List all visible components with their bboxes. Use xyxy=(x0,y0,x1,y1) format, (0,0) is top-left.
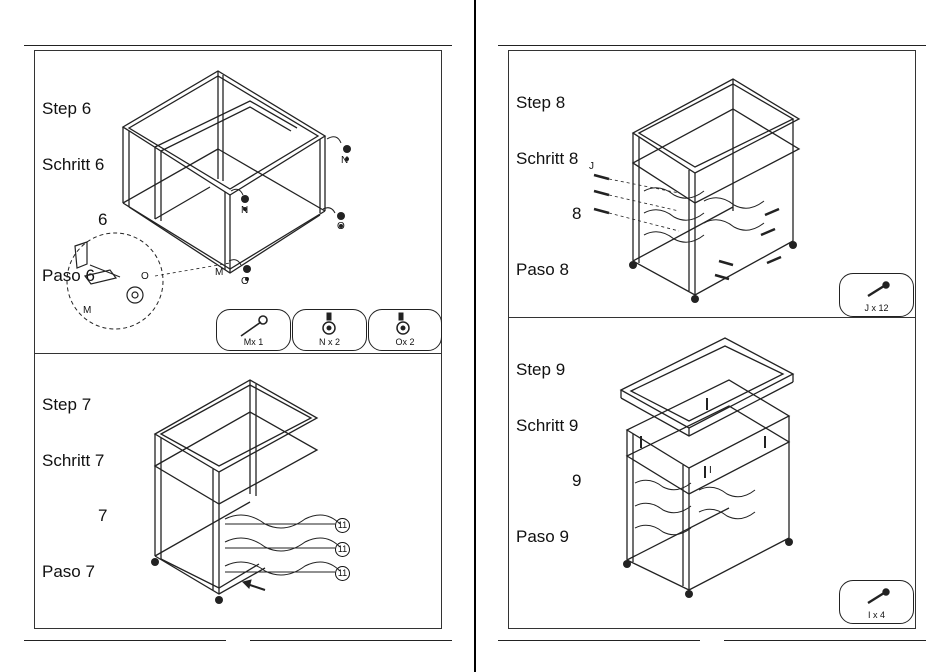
step8-callout-j: J xyxy=(589,161,594,172)
step6-callout-n2: N xyxy=(241,205,248,216)
step7-callout-11a: 11 xyxy=(335,518,350,533)
step6-callout-o2: O xyxy=(241,276,249,287)
step7-callout-11c: 11 xyxy=(335,566,350,581)
step6-part-wrench: Mx 1 xyxy=(216,309,291,351)
step6-part-locking-caster: N x 2 xyxy=(292,309,367,351)
step9-callout-i: I xyxy=(709,465,712,476)
page-divider xyxy=(474,0,476,672)
step7-callout-11b: 11 xyxy=(335,542,350,557)
step9-part-screw-label: I x 4 xyxy=(840,610,913,620)
step6-callout-m1: M xyxy=(215,267,223,278)
step7-panel: Step 7 Schritt 7 7 Paso 7 xyxy=(34,353,442,629)
top-rule-right xyxy=(498,45,926,46)
step6-part-wrench-label: Mx 1 xyxy=(217,337,290,347)
bottom-rule-left-a xyxy=(24,640,226,641)
step6-part-caster-label: Ox 2 xyxy=(369,337,441,347)
step7-cart-illustration xyxy=(35,354,441,628)
step6-detail-callout-o: O xyxy=(141,271,149,282)
step6-frame-illustration xyxy=(35,51,441,353)
top-rule-left xyxy=(24,45,452,46)
step8-panel: Step 8 Schritt 8 8 Paso 8 xyxy=(508,50,916,318)
step6-callout-o1: O xyxy=(337,221,345,232)
step6-callout-n1: N xyxy=(341,155,348,166)
step6-detail-callout-m: M xyxy=(83,305,91,316)
step8-part-screw-label: J x 12 xyxy=(840,303,913,313)
bottom-rule-left-b xyxy=(250,640,452,641)
step6-part-caster: Ox 2 xyxy=(368,309,442,351)
bottom-rule-right-a xyxy=(498,640,700,641)
step9-part-screw: I x 4 xyxy=(839,580,914,624)
step9-panel: Step 9 Schritt 9 9 Paso 9 xyxy=(508,317,916,629)
step6-panel: Step 6 Schritt 6 6 Paso 6 xyxy=(34,50,442,354)
step6-part-locking-caster-label: N x 2 xyxy=(293,337,366,347)
step8-part-screw: J x 12 xyxy=(839,273,914,317)
bottom-rule-right-b xyxy=(724,640,926,641)
